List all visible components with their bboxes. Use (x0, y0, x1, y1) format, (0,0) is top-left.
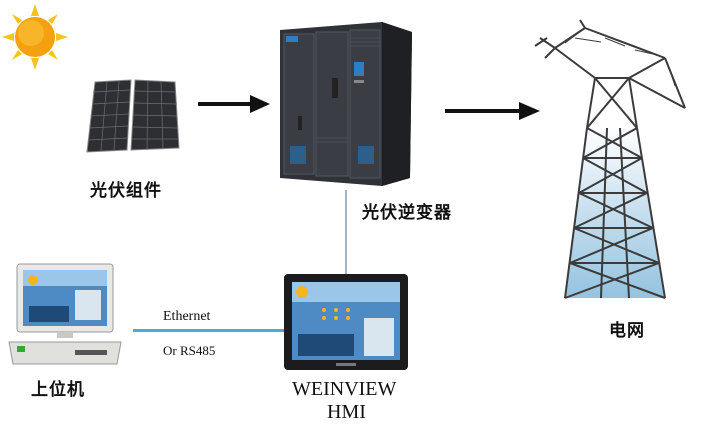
host-pc-label: 上位机 (31, 380, 85, 400)
inverter-label: 光伏逆变器 (362, 203, 452, 223)
power-tower-icon (534, 19, 686, 299)
link-label-ethernet: Ethernet (163, 309, 211, 324)
sun-icon (2, 4, 68, 70)
link-label-rs485: Or RS485 (163, 343, 216, 358)
solar-module-label: 光伏组件 (90, 181, 162, 201)
inverter-hmi-line (345, 190, 347, 274)
hmi-brand-label: WEINVIEW (292, 378, 397, 400)
hmi-panel-icon (284, 274, 408, 370)
hmi-type-label: HMI (327, 401, 366, 423)
solar-panel-icon (86, 79, 180, 153)
inverter-icon (280, 22, 412, 186)
ethernet-line (133, 329, 285, 332)
grid-label: 电网 (609, 321, 645, 341)
arrow-to-grid (445, 102, 540, 120)
computer-icon (8, 263, 122, 365)
arrow-to-inverter (198, 95, 270, 113)
